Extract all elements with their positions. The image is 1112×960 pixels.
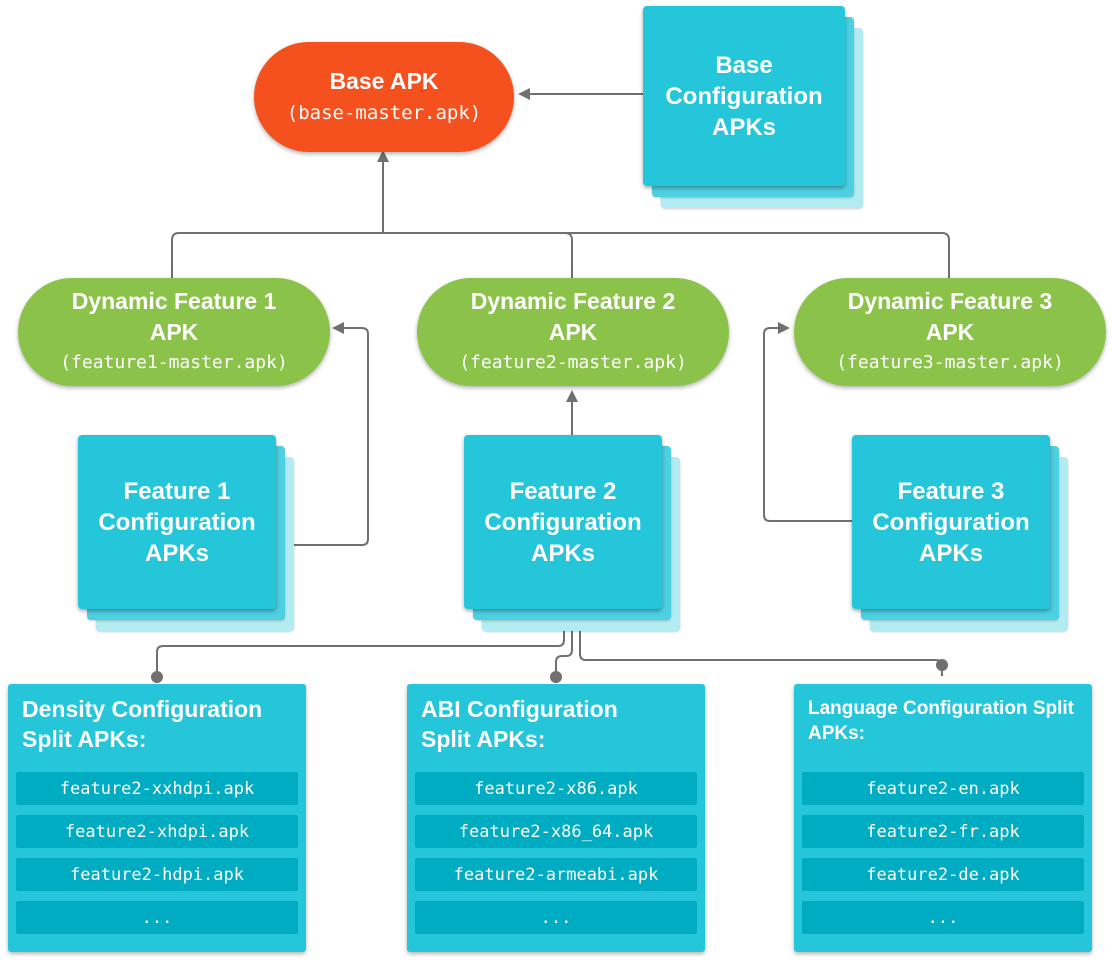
line-feature-bus [171, 232, 950, 278]
language-split-item: feature2-fr.apk [802, 815, 1084, 848]
abi-split-item: feature2-x86_64.apk [415, 815, 697, 848]
feature-3-filename: (feature3-master.apk) [836, 352, 1064, 373]
language-split-item: feature2-de.apk [802, 858, 1084, 891]
abi-split-item: feature2-x86.apk [415, 772, 697, 805]
base-config-stack: Base Configuration APKs [643, 6, 865, 210]
feature-3-config-label: Feature 3 Configuration APKs [852, 435, 1050, 609]
base-apk-node: Base APK (base-master.apk) [254, 42, 514, 152]
language-connector-dot [936, 659, 948, 671]
language-split-title: Language Configuration Split APKs: [808, 698, 1074, 744]
density-split-title: Density Configuration Split APKs: [22, 696, 263, 752]
base-apk-filename: (base-master.apk) [286, 102, 482, 124]
language-split-panel: Language Configuration Split APKs: featu… [794, 684, 1092, 952]
density-split-item: feature2-xhdpi.apk [16, 815, 298, 848]
feature-2-config-stack: Feature 2 Configuration APKs [464, 435, 684, 635]
density-connector-dot [151, 671, 163, 683]
feature-3-title: Dynamic Feature 3 APK [847, 288, 1053, 345]
line-to-density [156, 618, 565, 676]
density-split-item: ... [16, 901, 298, 934]
density-split-item: feature2-hdpi.apk [16, 858, 298, 891]
density-split-panel: Density Configuration Split APKs: featur… [8, 684, 306, 952]
density-split-item: feature2-xxhdpi.apk [16, 772, 298, 805]
feature-3-config-stack: Feature 3 Configuration APKs [852, 435, 1072, 635]
dynamic-feature-3-node: Dynamic Feature 3 APK (feature3-master.a… [794, 278, 1106, 386]
feature-1-config-stack: Feature 1 Configuration APKs [78, 435, 298, 635]
base-apk-title: Base APK [329, 68, 439, 94]
feature-2-config-label: Feature 2 Configuration APKs [464, 435, 662, 609]
arrow-config1-to-feature1 [294, 322, 369, 546]
abi-split-panel: ABI Configuration Split APKs: feature2-x… [407, 684, 705, 952]
base-config-label: Base Configuration APKs [643, 6, 845, 186]
dynamic-feature-2-node: Dynamic Feature 2 APK (feature2-master.a… [417, 278, 729, 386]
feature-1-title: Dynamic Feature 1 APK [71, 288, 277, 345]
abi-connector-dot [550, 671, 562, 683]
feature-1-filename: (feature1-master.apk) [60, 352, 288, 373]
feature-2-title: Dynamic Feature 2 APK [470, 288, 676, 345]
abi-split-item: feature2-armeabi.apk [415, 858, 697, 891]
arrow-config3-to-feature3 [763, 322, 855, 522]
dynamic-feature-1-node: Dynamic Feature 1 APK (feature1-master.a… [18, 278, 330, 386]
feature-2-filename: (feature2-master.apk) [459, 352, 687, 373]
feature-1-config-label: Feature 1 Configuration APKs [78, 435, 276, 609]
line-to-abi [555, 618, 573, 676]
language-split-item: ... [802, 901, 1084, 934]
line-feature2-up [564, 232, 573, 278]
abi-split-title: ABI Configuration Split APKs: [421, 696, 618, 752]
abi-split-item: ... [415, 901, 697, 934]
language-split-item: feature2-en.apk [802, 772, 1084, 805]
